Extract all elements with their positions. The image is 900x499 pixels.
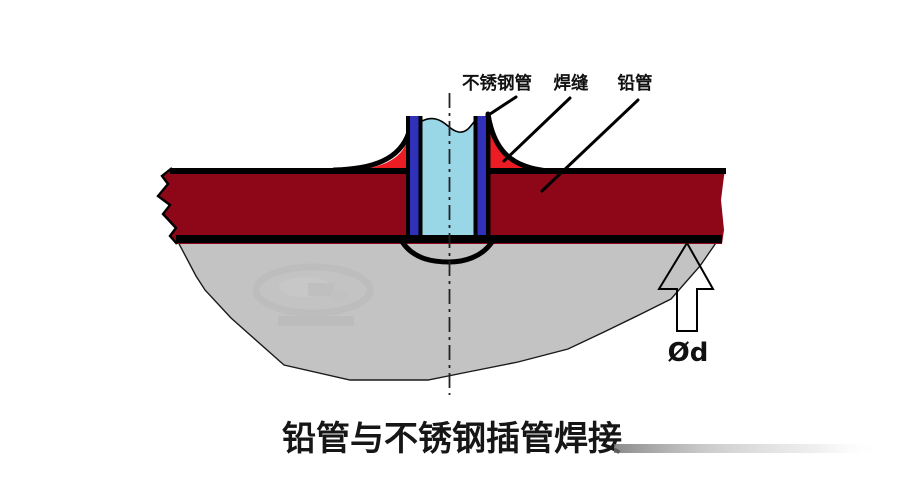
weld-fillet-right — [488, 118, 546, 171]
leader-weld-seam — [502, 96, 572, 163]
weld-fillet-left — [350, 137, 408, 171]
label-lead-pipe: 铅管 — [618, 73, 653, 94]
label-diameter: Ød — [668, 338, 709, 368]
break-edge-left — [156, 167, 178, 245]
steel-pipe-break-top — [421, 117, 478, 133]
pipe-interior-shadow — [175, 239, 720, 381]
title-streak-artifact — [614, 444, 884, 453]
watermark — [252, 263, 374, 326]
steel-pipe-wall-right — [473, 116, 491, 242]
steel-pipe-wall-left — [406, 116, 423, 242]
diagram-title: 铅管与不锈钢插管焊接 — [282, 419, 622, 459]
diameter-arrow — [657, 241, 715, 332]
leader-stainless-steel-pipe — [485, 95, 518, 118]
label-weld-seam: 焊缝 — [554, 73, 589, 94]
leader-lead-pipe — [540, 98, 640, 193]
label-stainless-steel-pipe: 不锈钢管 — [462, 73, 532, 94]
